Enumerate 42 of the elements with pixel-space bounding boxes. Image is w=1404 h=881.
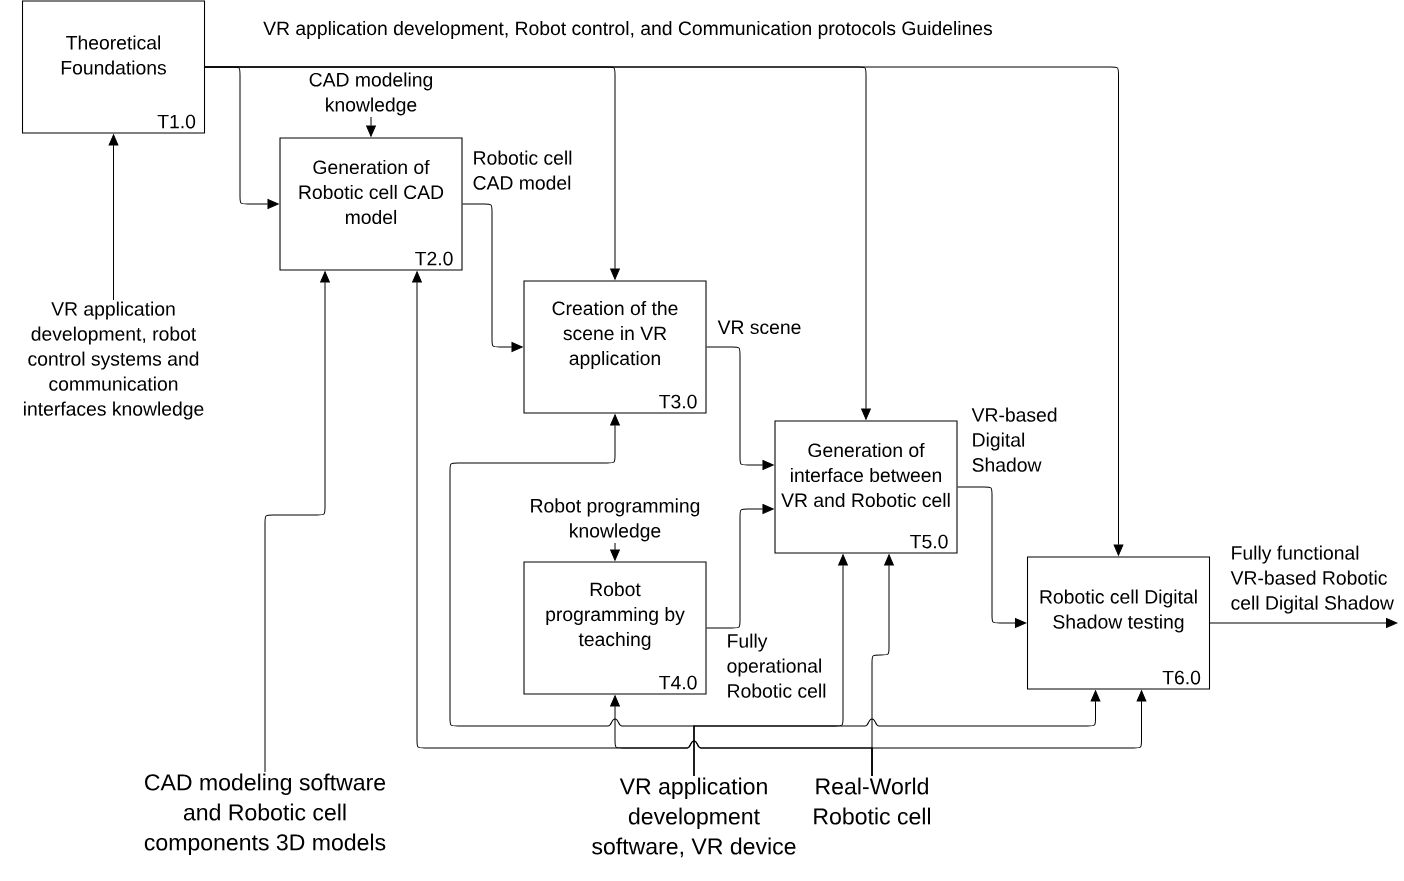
activity-name: Robotic cell Digital Shadow testing bbox=[1040, 589, 1197, 633]
activity-name: Robot programming by teaching bbox=[546, 582, 685, 650]
arrow-label: VR application development, robot control systems and communication interfaces knowledge bbox=[24, 301, 204, 420]
activity-name: Generation of interface between VR and Robotic cell bbox=[781, 442, 950, 508]
activity-number: T1.0 bbox=[157, 114, 196, 129]
arrow bbox=[1209, 618, 1398, 628]
activity-number: T4.0 bbox=[659, 675, 697, 690]
arrow-label: VR application development software, VR device bbox=[592, 777, 796, 858]
arrow bbox=[706, 504, 774, 629]
edge-label: VR scene bbox=[717, 320, 801, 335]
arrow-label: CAD modeling software and Robotic cell components 3D models bbox=[144, 773, 386, 856]
activity-box bbox=[279, 137, 463, 271]
arrow-label: Robot programming knowledge bbox=[531, 498, 700, 542]
activity-number: T5.0 bbox=[910, 534, 948, 549]
activity-box bbox=[1026, 556, 1211, 690]
arrow bbox=[108, 134, 119, 301]
edge-label: Fully functional VR-based Robotic cell Digital Shadow bbox=[1230, 545, 1394, 614]
edge-label: Robotic cell CAD model bbox=[473, 150, 572, 190]
arrow bbox=[693, 690, 1101, 777]
activity-name: Generation of Robotic cell CAD model bbox=[299, 159, 444, 225]
activity-box bbox=[774, 420, 958, 554]
activity-number: T2.0 bbox=[415, 251, 453, 266]
activity-number: T3.0 bbox=[659, 394, 697, 409]
activity-box bbox=[21, 0, 206, 134]
edge-label: VR application development, Robot control, and Communication protocols Guidelines bbox=[263, 21, 992, 39]
activity-number: T6.0 bbox=[1162, 670, 1201, 685]
arrow-label: CAD modeling knowledge bbox=[309, 72, 433, 116]
activity-box bbox=[523, 280, 707, 414]
arrow bbox=[462, 203, 523, 352]
arrow bbox=[871, 690, 1147, 777]
arrow-label: Real-World Robotic cell bbox=[814, 777, 931, 825]
arrow bbox=[957, 486, 1027, 628]
activity-name: Creation of the scene in VR application bbox=[552, 301, 678, 369]
arrow bbox=[706, 346, 774, 470]
arrow bbox=[610, 542, 620, 561]
arrow bbox=[264, 271, 330, 773]
activity-box bbox=[523, 561, 707, 695]
arrow bbox=[204, 66, 1124, 556]
edge-label: Fully operational Robotic cell bbox=[727, 633, 826, 698]
arrow bbox=[366, 116, 376, 137]
activity-name: Theoretical Foundations bbox=[61, 35, 166, 75]
edge-label: VR-based Digital Shadow bbox=[971, 407, 1057, 472]
